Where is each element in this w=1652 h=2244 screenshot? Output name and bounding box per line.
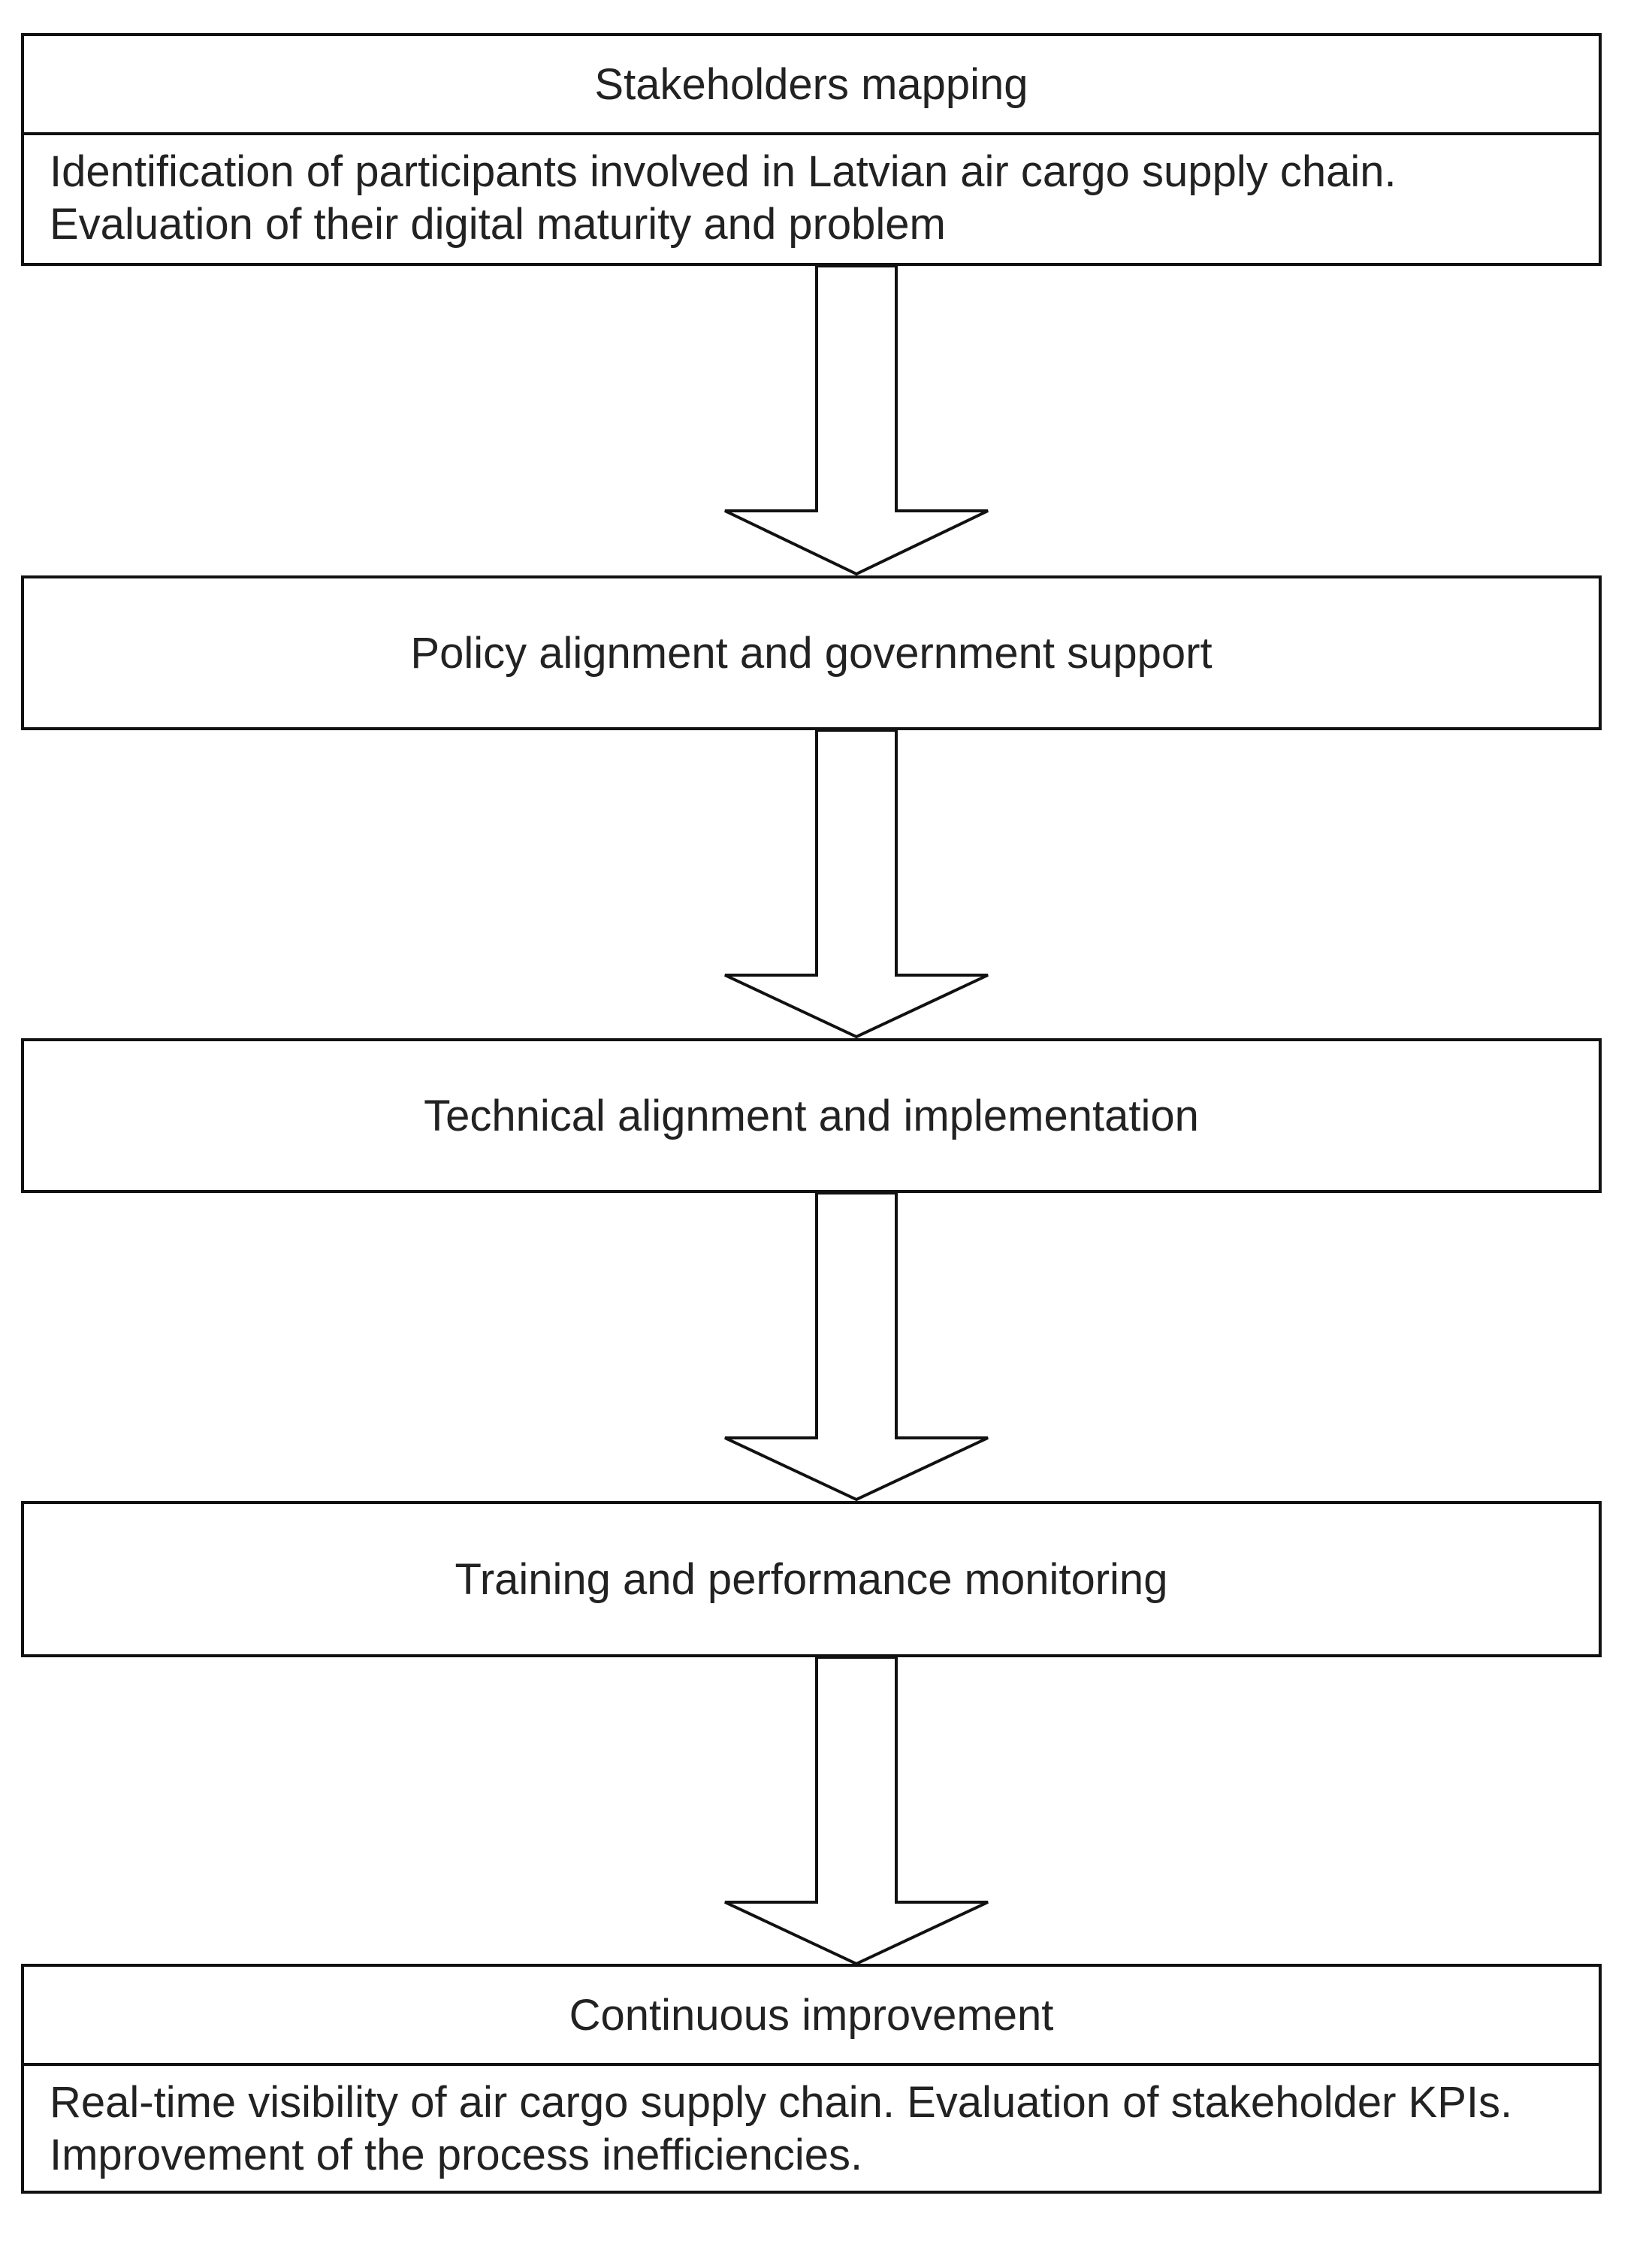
down-arrow-icon xyxy=(724,1193,989,1501)
step-title: Policy alignment and government support xyxy=(410,628,1213,678)
step-box-technical-alignment: Technical alignment and implementation xyxy=(21,1038,1602,1193)
down-arrow-icon xyxy=(724,1657,989,1965)
down-arrow-1 xyxy=(721,266,992,575)
down-arrow-2 xyxy=(721,730,992,1038)
down-arrow-icon xyxy=(724,266,989,575)
step-title: Continuous improvement xyxy=(24,1967,1599,2066)
step-title: Training and performance monitoring xyxy=(455,1554,1168,1604)
down-arrow-4 xyxy=(721,1657,992,1965)
step-title: Stakeholders mapping xyxy=(24,36,1599,135)
step-description: Identification of participants involved … xyxy=(50,147,1397,249)
down-arrow-3 xyxy=(721,1193,992,1501)
step-title: Technical alignment and implementation xyxy=(424,1091,1199,1140)
step-description: Real-time visibility of air cargo supply… xyxy=(50,2078,1513,2179)
step-box-training-monitoring: Training and performance monitoring xyxy=(21,1501,1602,1657)
step-box-stakeholders-mapping: Stakeholders mapping Identification of p… xyxy=(21,33,1602,266)
down-arrow-icon xyxy=(724,730,989,1038)
step-box-continuous-improvement: Continuous improvement Real-time visibil… xyxy=(21,1964,1602,2194)
step-box-policy-alignment: Policy alignment and government support xyxy=(21,575,1602,730)
